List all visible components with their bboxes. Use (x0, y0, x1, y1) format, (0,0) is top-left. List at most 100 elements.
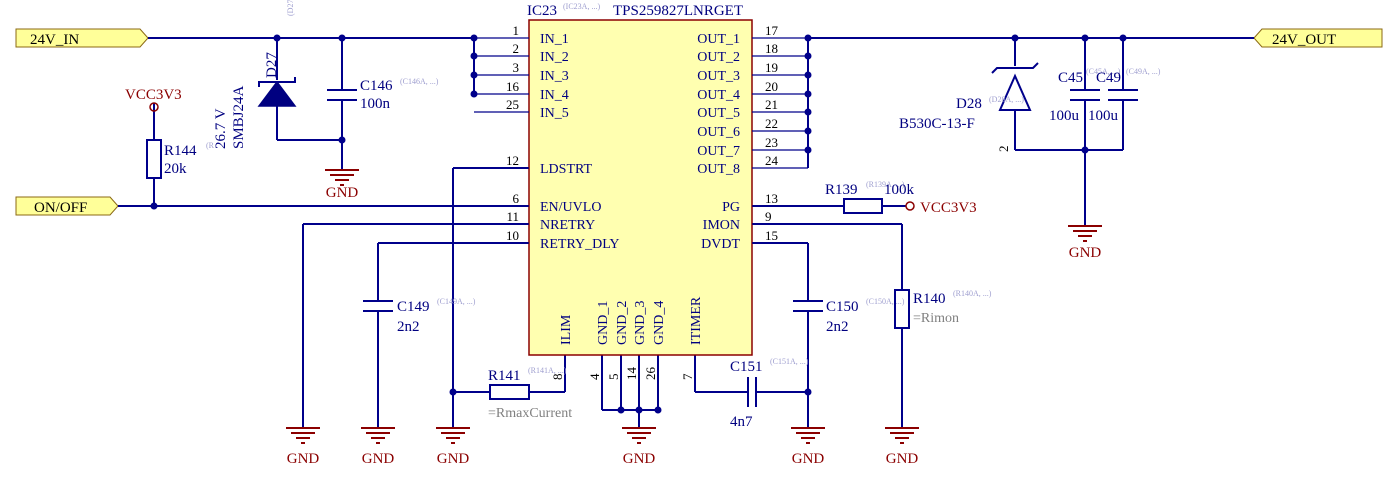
c146-designator: C146 (360, 78, 393, 94)
ic23-pin-number: 16 (506, 79, 520, 94)
c146-ghost: (C146A, ...) (400, 77, 439, 86)
port-24v-in[interactable]: 24V_IN (15, 28, 149, 48)
r140-ghost: (R140A, ...) (953, 289, 992, 298)
d28-pin: 2 (996, 146, 1011, 153)
c45-value: 100u (1049, 108, 1080, 124)
c149[interactable]: C149 (C149A, ...) 2n2 (363, 297, 476, 335)
ground-symbol: GND (791, 427, 825, 467)
c150-designator: C150 (826, 299, 859, 315)
ic23-pin-4: GND_1 4 (587, 301, 611, 380)
r144-ghost: (R (206, 141, 215, 150)
ic23-pin-5: GND_25 (606, 301, 630, 380)
r141-value: =RmaxCurrent (488, 406, 572, 421)
ic23-pin-name: GND_1 (596, 301, 611, 345)
port-24v-out-label: 24V_OUT (1272, 32, 1336, 48)
r139-designator: R139 (825, 182, 858, 198)
r139-ghost: (R139A, ...) (866, 180, 905, 189)
c149-ghost: (C149A, ...) (437, 297, 476, 306)
r141[interactable]: R141 (R141A, ...) =RmaxCurrent (488, 366, 572, 421)
r140[interactable]: R140 (R140A, ...) =Rimon (894, 289, 992, 329)
vcc3v3-left[interactable]: VCC3V3 (125, 87, 182, 112)
c150[interactable]: C150 (C150A, ...) 2n2 (793, 297, 905, 335)
c151-value: 4n7 (730, 414, 753, 430)
vcc3v3-right[interactable]: VCC3V3 (905, 200, 977, 216)
ic23-pin-number: 21 (765, 97, 778, 112)
ground-label: GND (1069, 245, 1102, 261)
r144-designator: R144 (164, 143, 197, 159)
c149-value: 2n2 (397, 319, 420, 335)
d28-ghost: (D28A, ...) (989, 95, 1024, 104)
vcc3v3-left-label: VCC3V3 (125, 87, 182, 103)
c45-designator: C45 (1058, 70, 1083, 86)
d28-part: B530C-13-F (899, 116, 975, 132)
ic23-pin-1: 1IN_1 (474, 23, 569, 47)
ic23-pin-name: OUT_7 (697, 144, 740, 159)
ic23-pin-name: OUT_3 (697, 69, 740, 84)
ground-label: GND (362, 451, 395, 467)
ic23-pin-name: NRETRY (540, 218, 595, 233)
ic23-pin-name: IN_1 (540, 32, 569, 47)
d28-symbol (998, 73, 1032, 111)
ic23-pin-name: EN/UVLO (540, 200, 601, 215)
ic23-pin-number: 26 (643, 367, 658, 381)
ic23-pin-number: 1 (513, 23, 520, 38)
ic23-pin-number: 4 (587, 373, 602, 380)
d27[interactable]: D27 (D27 26.7 V SMBJ24A (213, 0, 297, 149)
ic23-pin-14: GND_314 (624, 301, 648, 380)
c150-ghost: (C150A, ...) (866, 297, 905, 306)
ic23-pin-number: 2 (513, 41, 520, 56)
ic23-pin-number: 20 (765, 79, 778, 94)
ic23-pin-number: 25 (506, 97, 519, 112)
ic23-pin-number: 23 (765, 135, 778, 150)
port-24v-in-label: 24V_IN (30, 32, 79, 48)
ic23[interactable]: IC23 (IC23A, ...) TPS259827LNRGET 1IN_12… (474, 2, 808, 380)
ic23-right-pins: 17OUT_118OUT_219OUT_320OUT_421OUT_522OUT… (697, 23, 808, 252)
r141-ghost: (R141A, ...) (528, 366, 567, 375)
c45[interactable]: C45 (C45A, ...) 100u (1049, 67, 1121, 124)
ic23-pin-2: 2IN_2 (474, 41, 569, 65)
ic23-pin-name: OUT_8 (697, 162, 740, 177)
c49[interactable]: C49 (C49A, ...) 100u (1088, 67, 1161, 124)
ic23-pin-number: 8 (550, 374, 565, 381)
ic23-designator: IC23 (527, 3, 557, 19)
ic23-pin-name: IN_2 (540, 50, 569, 65)
c146-value: 100n (360, 96, 391, 112)
ic23-pin-number: 18 (765, 41, 778, 56)
r139[interactable]: R139 (R139A, ...) 100k (825, 180, 915, 214)
port-on-off[interactable]: ON/OFF (15, 196, 119, 216)
ic23-left-pins: 1IN_12IN_23IN_316IN_425IN_512LDSTRT6EN/U… (474, 23, 620, 252)
ic23-pin-number: 10 (506, 228, 519, 243)
ic23-pin-name: GND_3 (633, 301, 648, 345)
c151[interactable]: C151 (C151A, ...) 4n7 (730, 357, 809, 430)
ic23-pin-3: 3IN_3 (474, 60, 569, 84)
ic23-pin-number: 7 (680, 373, 695, 380)
d27-designator: D27 (264, 52, 280, 78)
d28[interactable]: D28 (D28A, ...) B530C-13-F 2 (899, 62, 1039, 153)
ic23-part: TPS259827LNRGET (613, 3, 743, 19)
r144[interactable]: R144 (R 20k (146, 139, 215, 179)
ground-label: GND (287, 451, 320, 467)
port-24v-out[interactable]: 24V_OUT (1253, 28, 1383, 48)
ic23-pin-number: 6 (513, 191, 520, 206)
ic23-ghost: (IC23A, ...) (563, 2, 600, 11)
r139-value: 100k (884, 182, 915, 198)
ground-symbol: GND (286, 427, 320, 467)
ic23-pin-name: DVDT (701, 237, 740, 252)
ic23-pin-name: OUT_6 (697, 125, 740, 140)
ic23-pin-26: GND_426 (643, 301, 667, 380)
c146[interactable]: C146 (C146A, ...) 100n (327, 77, 439, 112)
ic23-pin-name: RETRY_DLY (540, 237, 620, 252)
d27-voltage: 26.7 V (213, 108, 229, 149)
ic23-pin-number: 9 (765, 209, 772, 224)
